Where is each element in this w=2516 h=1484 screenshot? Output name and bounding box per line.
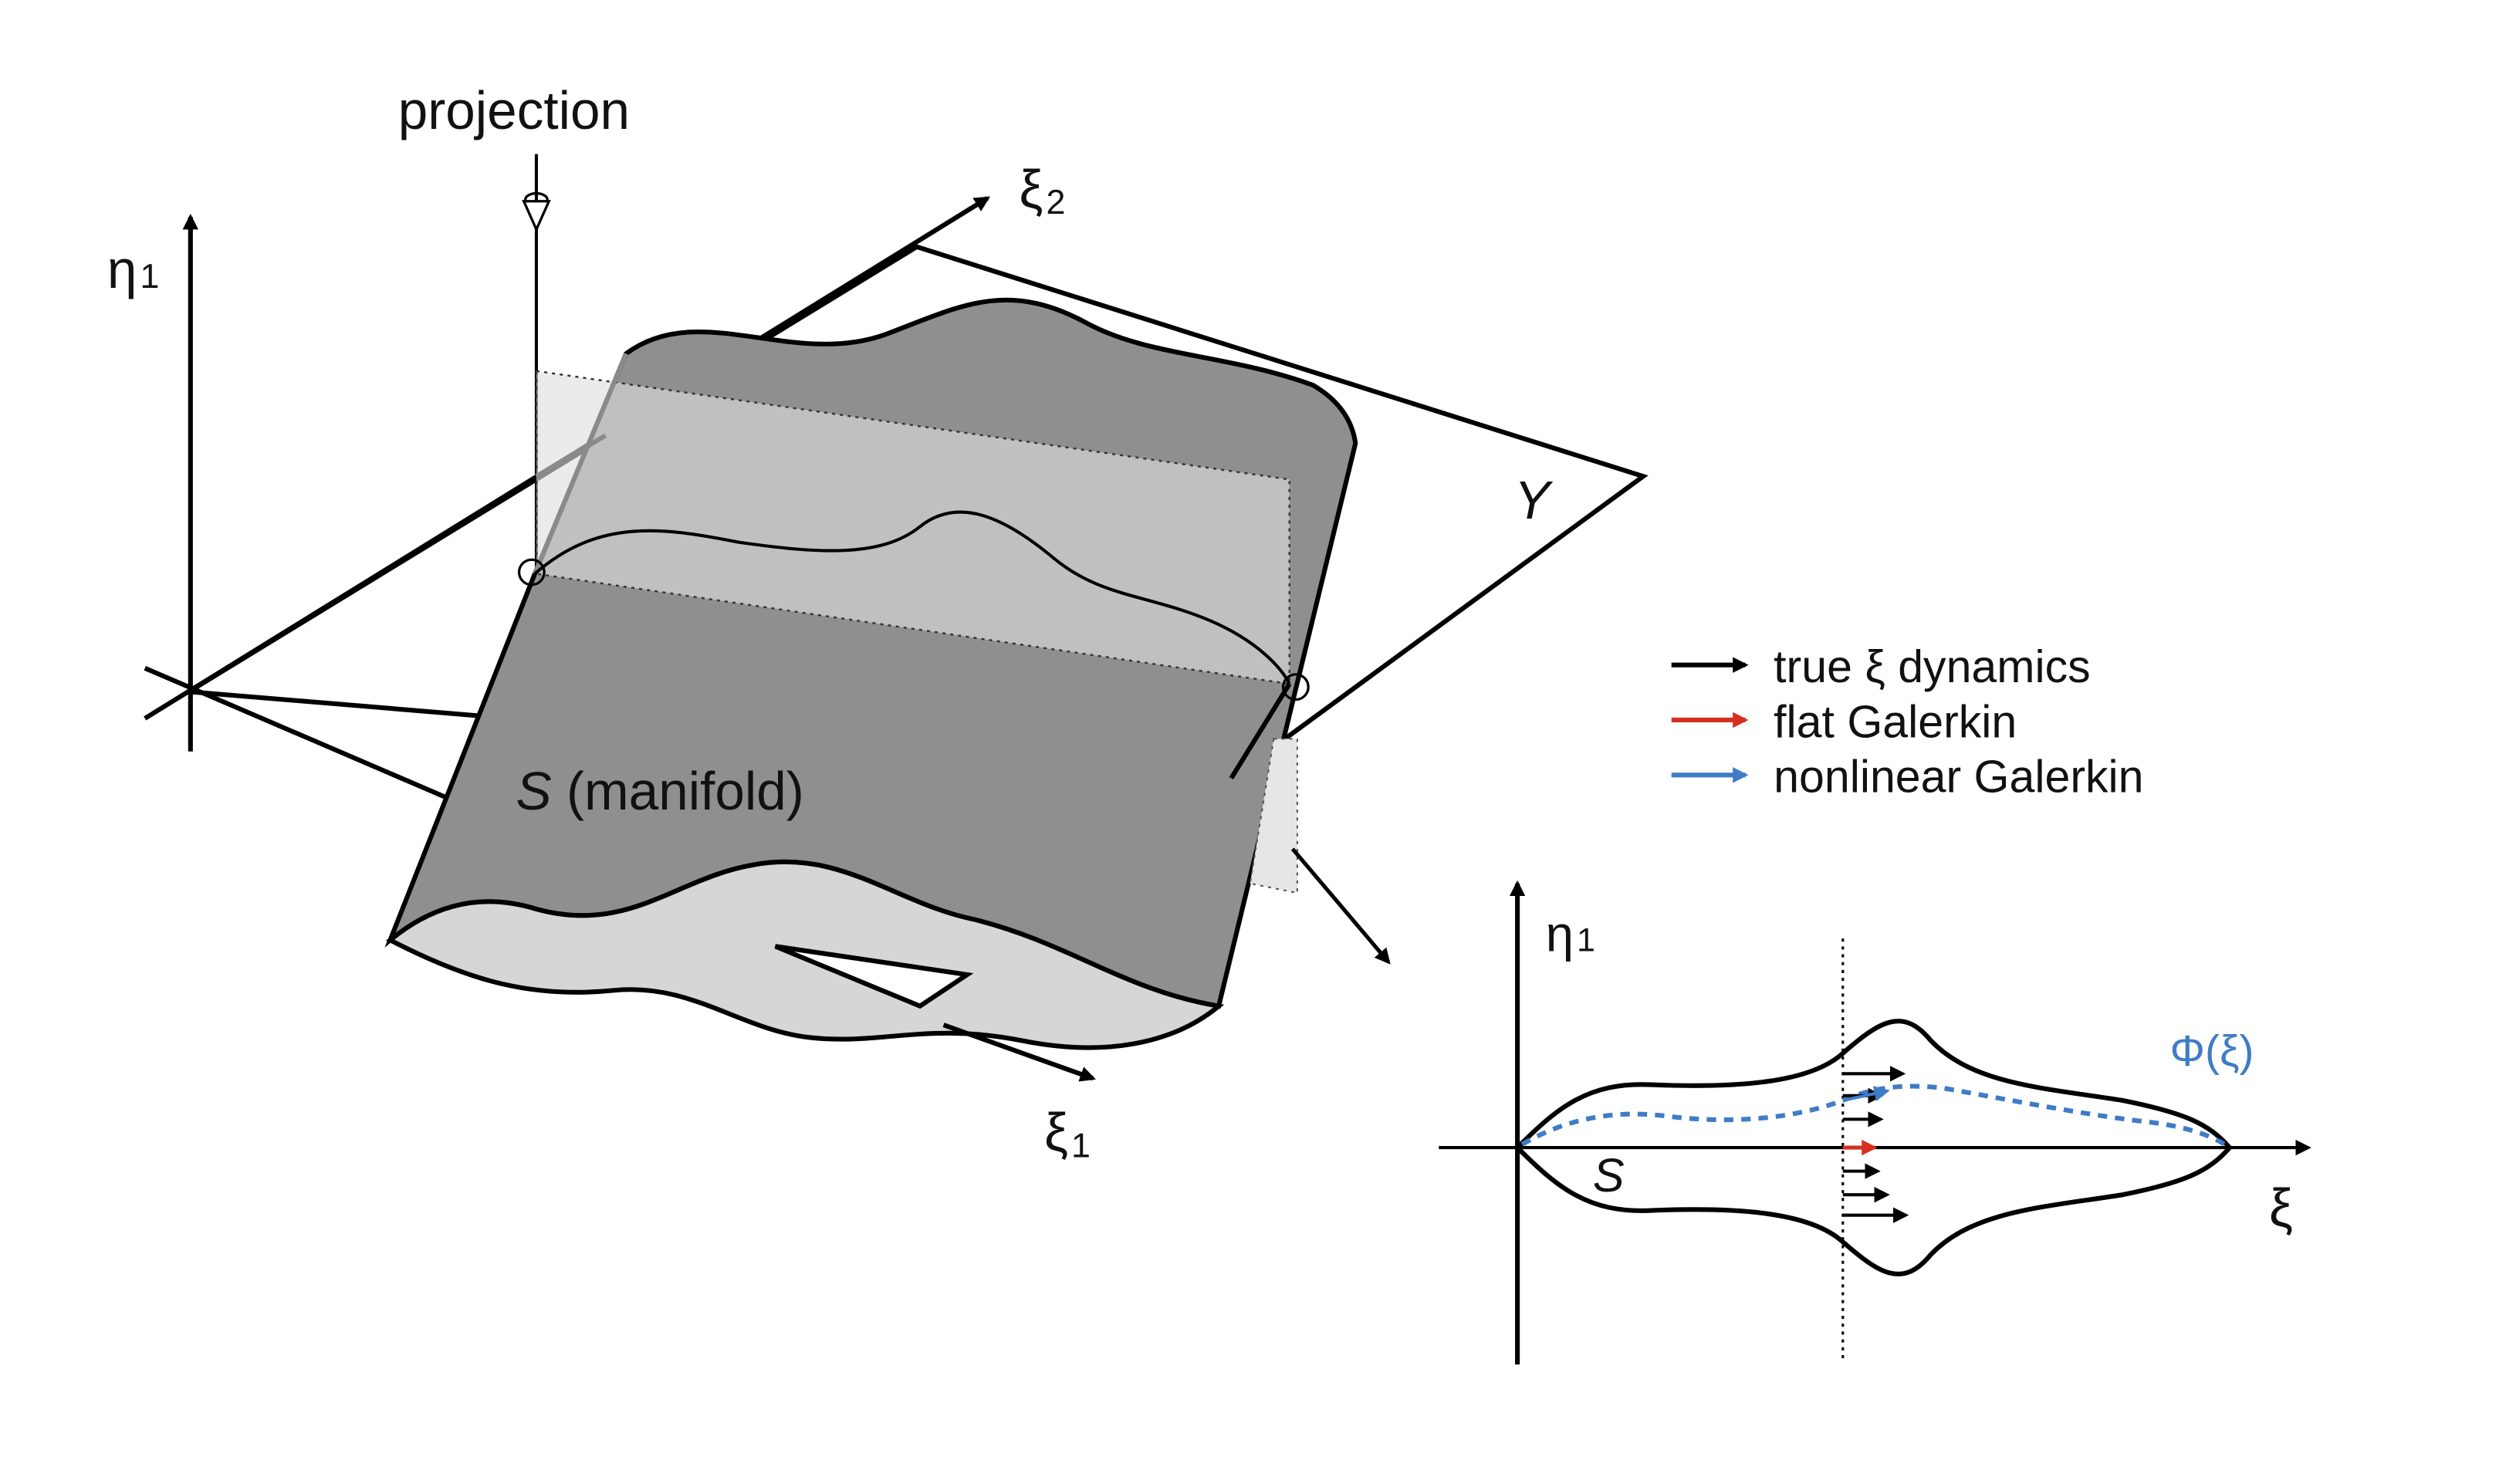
manifold-left-edge-hidden (533, 353, 628, 575)
inset-region-boundary (1513, 1019, 2233, 1276)
intersection-curve (533, 510, 1291, 685)
plane-edge-hidden (535, 433, 607, 478)
svg-text:true ξ dynamics: true ξ dynamics (1774, 641, 2090, 692)
legend-item-true-dynamics: true ξ dynamics (1671, 641, 2091, 692)
xi1-axis-front (942, 1023, 1096, 1082)
legend-item-flat-galerkin: flat Galerkin (1671, 696, 2017, 747)
svg-text:flat Galerkin: flat Galerkin (1774, 696, 2017, 747)
inset-pointer-arrow (1290, 847, 1391, 965)
inset-nonlinear-galerkin-arrow (1842, 1086, 1890, 1102)
legend-item-nonlinear-galerkin: nonlinear Galerkin (1671, 752, 2144, 803)
inset-region-label: S (1593, 1149, 1625, 1202)
intersection-point-right (1281, 673, 1310, 701)
legend: true ξ dynamics flat Galerkin nonlinear … (1671, 641, 2144, 803)
plane-edge-front (1229, 682, 1292, 779)
projection-eye-icon (522, 191, 551, 233)
base-triangle (774, 944, 974, 1009)
inset-phi-label: Φ(ξ) (2170, 1026, 2254, 1076)
xi1-axis-back (144, 665, 458, 804)
projection-label: projection (398, 80, 630, 140)
intersection-point-left (517, 558, 546, 587)
plane-y-label: Y (1514, 470, 1554, 530)
inset-xi-label: ξ (2269, 1178, 2293, 1238)
svg-text:nonlinear Galerkin: nonlinear Galerkin (1774, 752, 2143, 803)
manifold-label: S (manifold) (516, 761, 804, 821)
slice-plane-lower (1249, 738, 1298, 894)
slice-plane (535, 370, 1290, 685)
